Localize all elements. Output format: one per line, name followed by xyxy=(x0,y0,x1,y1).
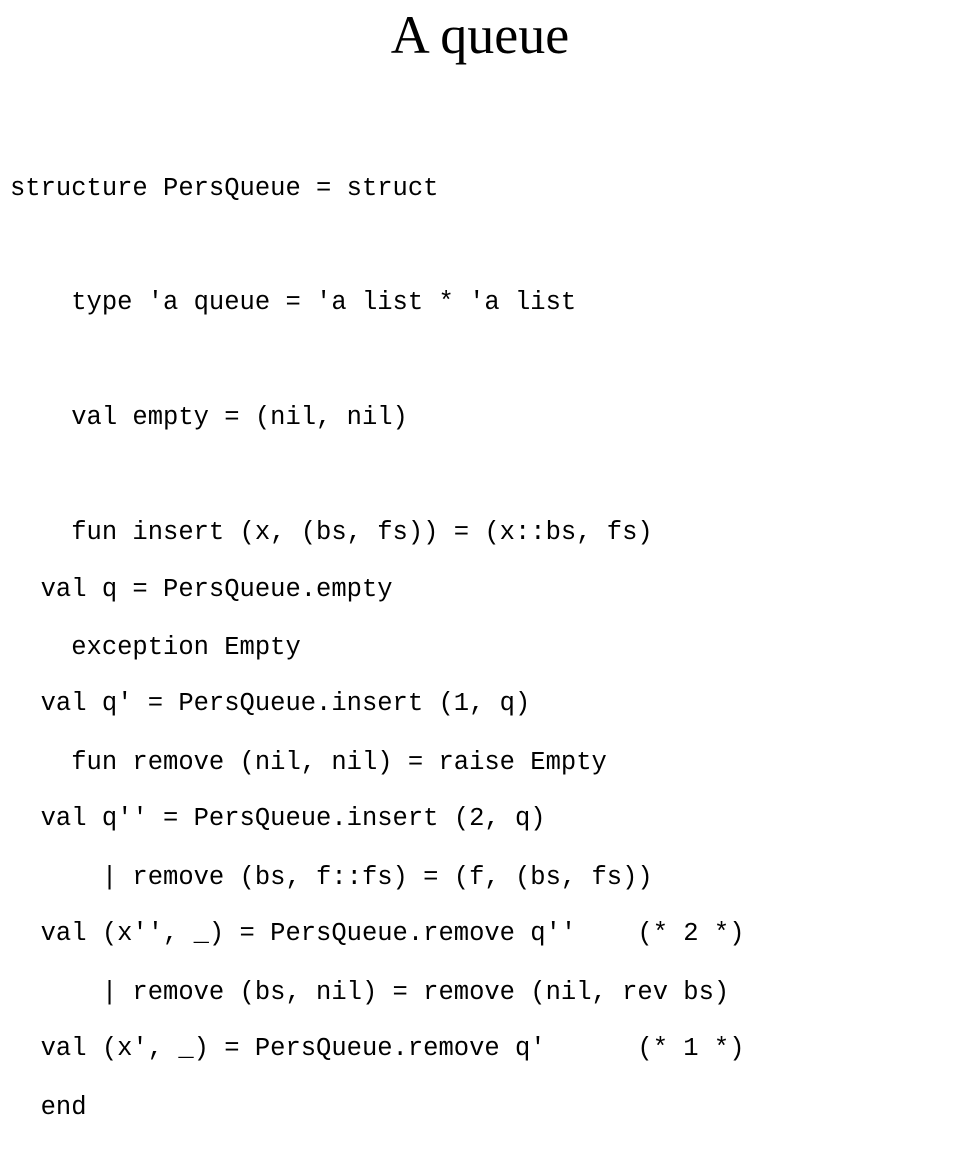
code-line: val empty = (nil, nil) xyxy=(10,403,408,433)
usage-code-block: val q = PersQueue.empty val q' = PersQue… xyxy=(10,494,745,1107)
code-line: val (x'', _) = PersQueue.remove q'' (* 2… xyxy=(10,919,745,949)
code-line: val q' = PersQueue.insert (1, q) xyxy=(10,689,531,719)
code-line: type 'a queue = 'a list * 'a list xyxy=(10,288,577,318)
code-line: val q'' = PersQueue.insert (2, q) xyxy=(10,804,546,834)
code-line: val (x', _) = PersQueue.remove q' (* 1 *… xyxy=(10,1034,745,1064)
slide-title: A queue xyxy=(390,5,570,65)
code-line: structure PersQueue = struct xyxy=(10,173,439,203)
code-line: fun insert (x, (bs, fs)) = (x::bs, fs) xyxy=(10,518,653,548)
code-line: exception Empty xyxy=(10,633,301,663)
code-line: val q = PersQueue.empty xyxy=(10,574,393,604)
